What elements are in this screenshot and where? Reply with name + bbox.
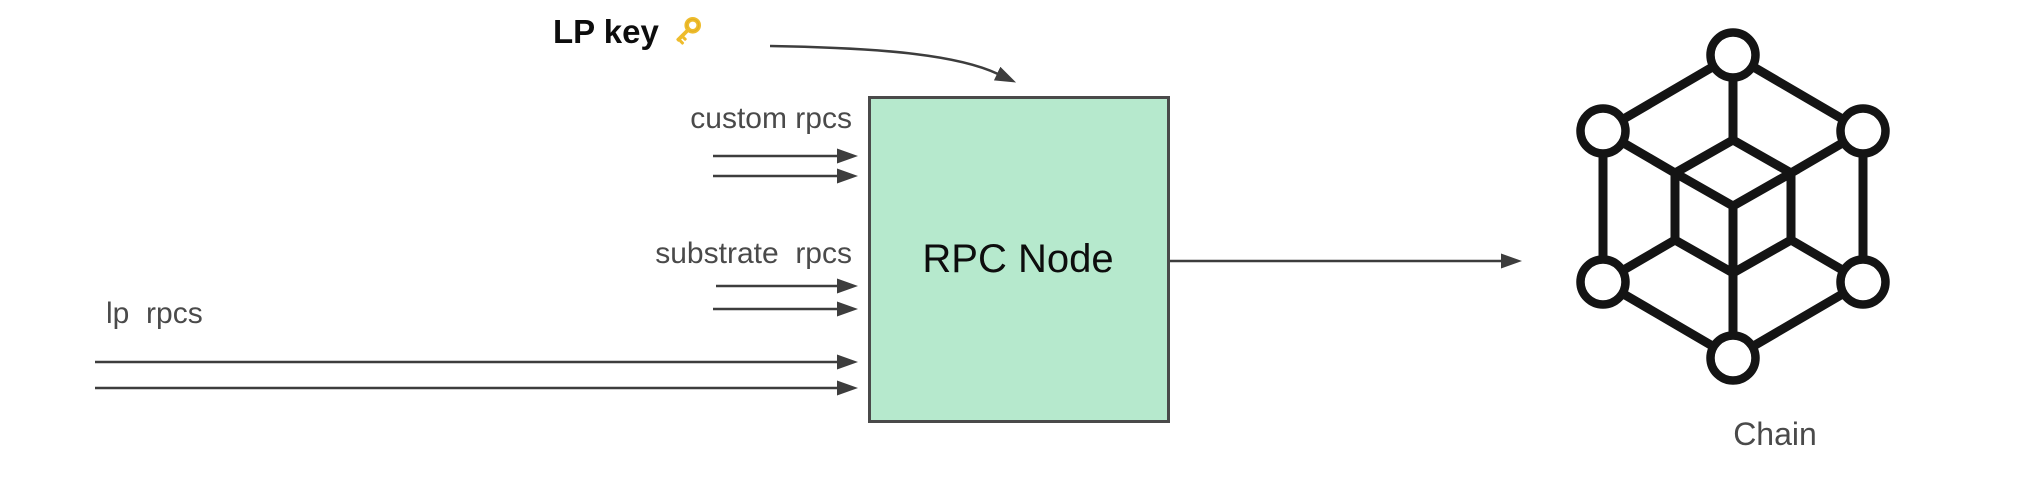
substrate-rpcs-arrows [713, 278, 858, 317]
rpc-node-box [868, 96, 1170, 423]
blockchain-cube-icon [1576, 28, 1890, 385]
custom-rpcs-label: custom rpcs [690, 102, 852, 135]
lp-key-label-text: LP key [553, 13, 659, 51]
lp-rpcs-arrows [95, 354, 858, 396]
lp-key-label: LP key [553, 12, 706, 52]
chain-label: Chain [1733, 416, 1817, 452]
lp-key-arrow [769, 44, 1017, 83]
substrate-rpcs-label: substrate rpcs [655, 237, 852, 270]
key-icon [676, 16, 701, 45]
custom-rpcs-arrows [713, 148, 858, 184]
lp-rpcs-label: lp rpcs [106, 297, 203, 330]
